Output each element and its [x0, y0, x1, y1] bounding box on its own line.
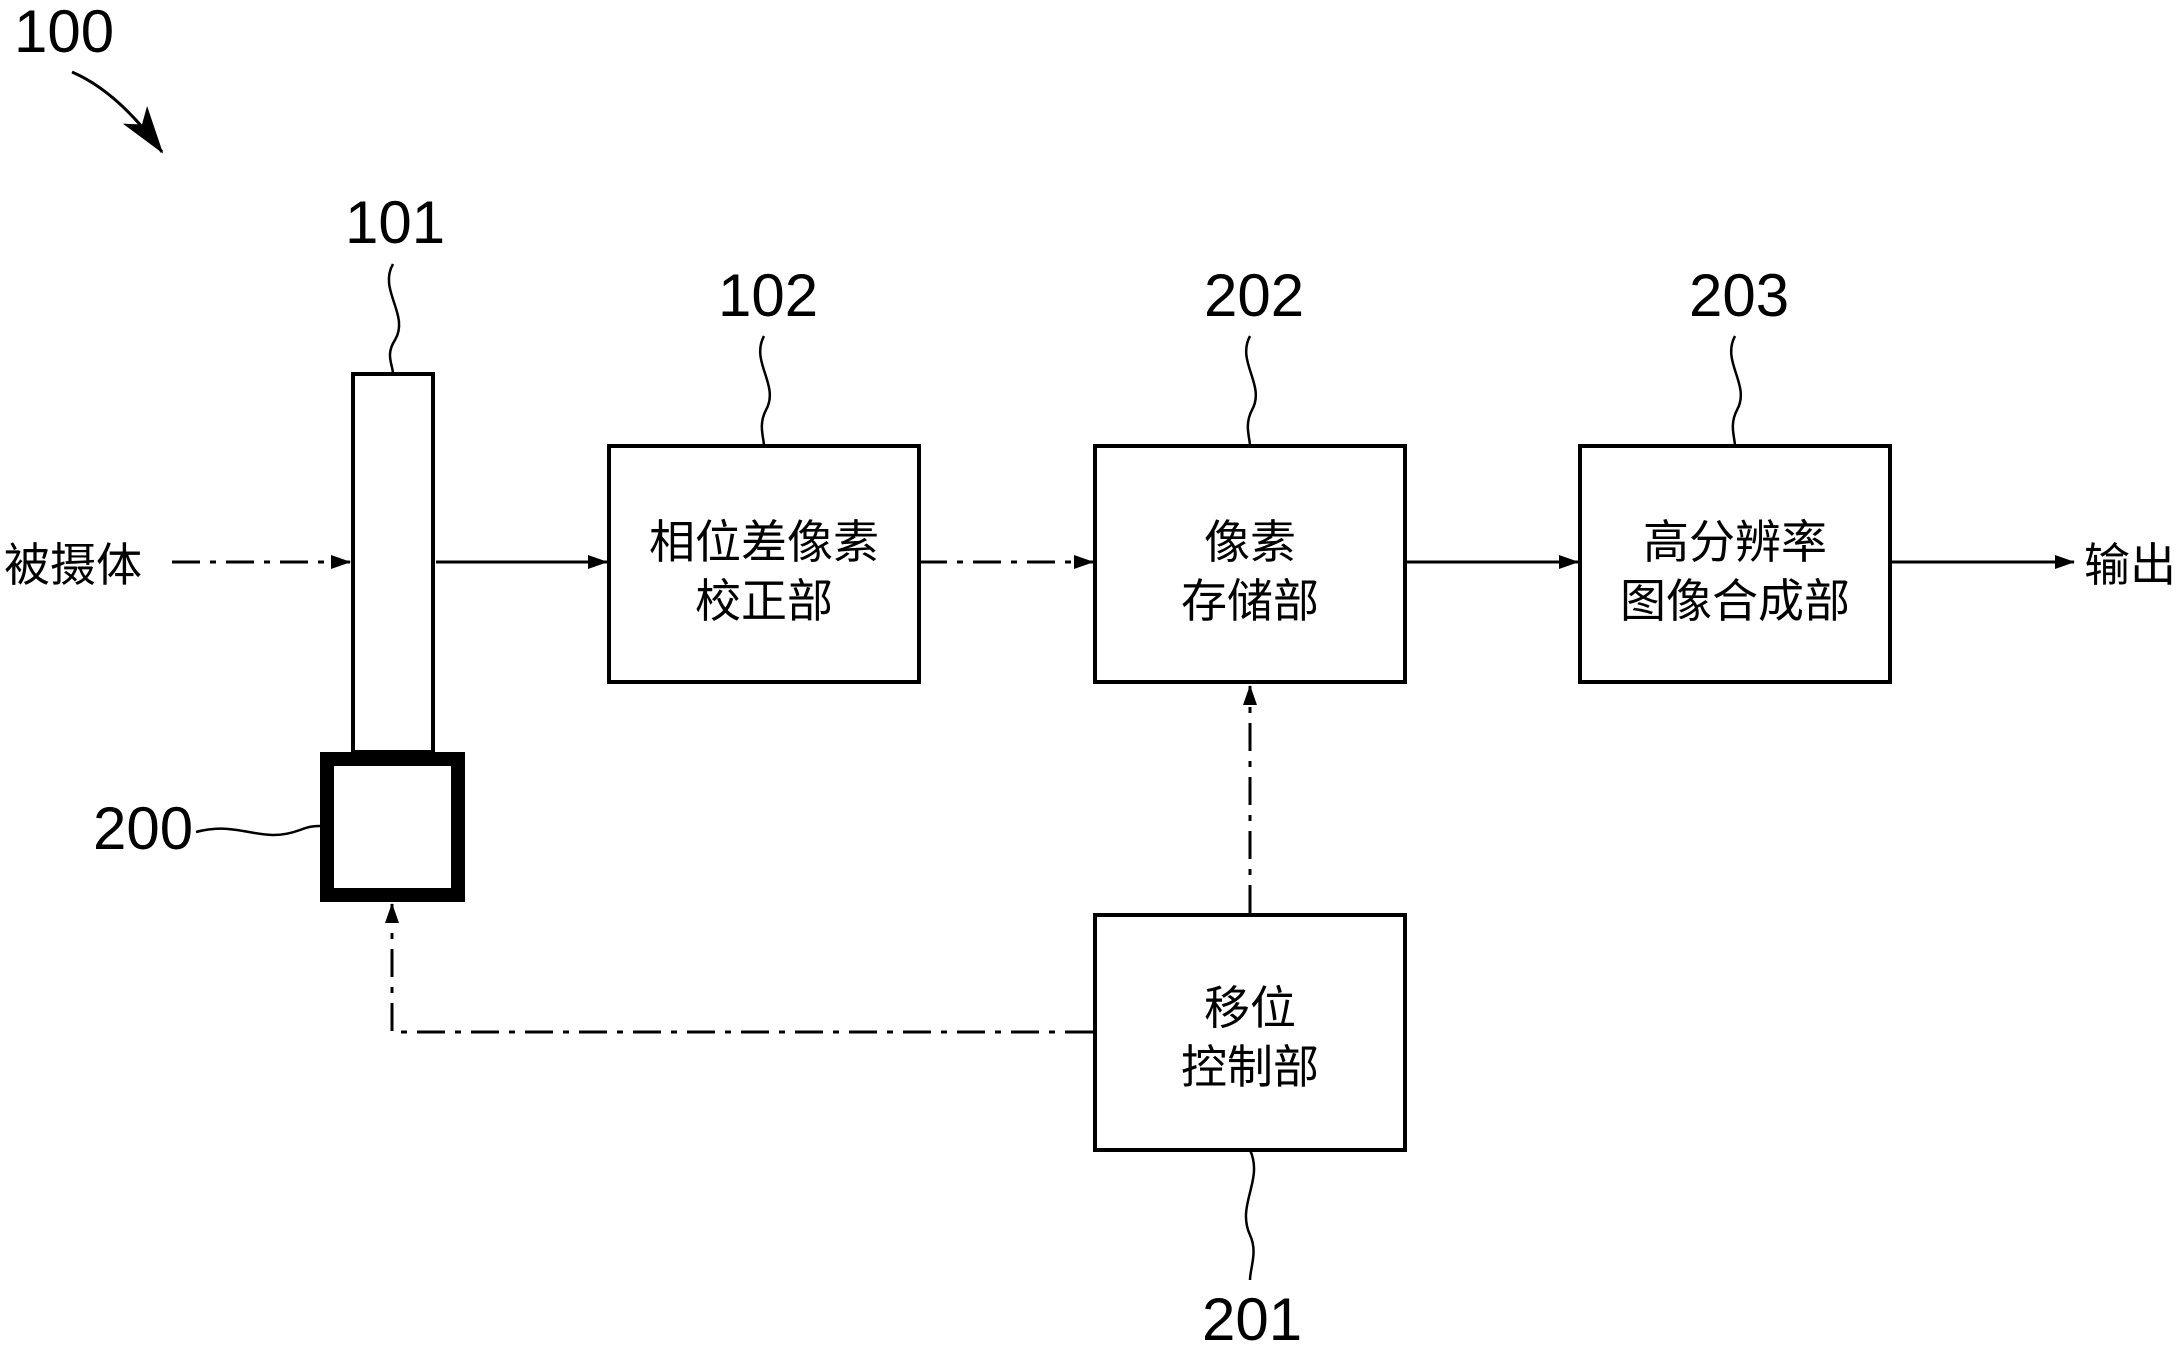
pixel-storage-block [1093, 444, 1407, 684]
storage-label-line2: 存储部 [1181, 574, 1319, 628]
storage-label-line1: 像素 [1204, 515, 1296, 569]
storage-leader-line [1244, 335, 1258, 447]
shifter-ref-label: 200 [93, 795, 193, 862]
image-sensor-block [351, 372, 435, 754]
synthesis-label-line2: 图像合成部 [1620, 574, 1850, 628]
correction-leader-line [758, 335, 772, 447]
storage-ref-label: 202 [1204, 262, 1304, 329]
correction-ref-label: 102 [718, 262, 818, 329]
synthesis-label-line1: 高分辨率 [1643, 515, 1827, 569]
control-to-shifter-arrow [385, 903, 1093, 1034]
shift-control-ref-label: 201 [1202, 1286, 1302, 1348]
correction-label-line2: 校正部 [695, 574, 833, 628]
hires-synthesis-block [1578, 444, 1892, 684]
figure-pointer-arrow [71, 70, 164, 154]
synthesis-ref-label: 203 [1689, 262, 1789, 329]
output-label: 输出 [2084, 538, 2176, 592]
shift-mechanism-block [320, 752, 465, 902]
shift-control-leader-line [1244, 1149, 1256, 1281]
shifter-leader-line [195, 824, 321, 837]
input-label: 被摄体 [4, 538, 142, 592]
figure-ref-label: 100 [14, 0, 114, 65]
phase-pixel-correction-block [607, 444, 921, 684]
sensor-leader-line [387, 263, 401, 375]
synthesis-leader-line [1729, 335, 1743, 447]
correction-label-line1: 相位差像素 [649, 515, 879, 569]
sensor-ref-label: 101 [345, 189, 445, 256]
shift-control-label-line2: 控制部 [1181, 1040, 1319, 1094]
shift-control-label-line1: 移位 [1204, 981, 1296, 1035]
